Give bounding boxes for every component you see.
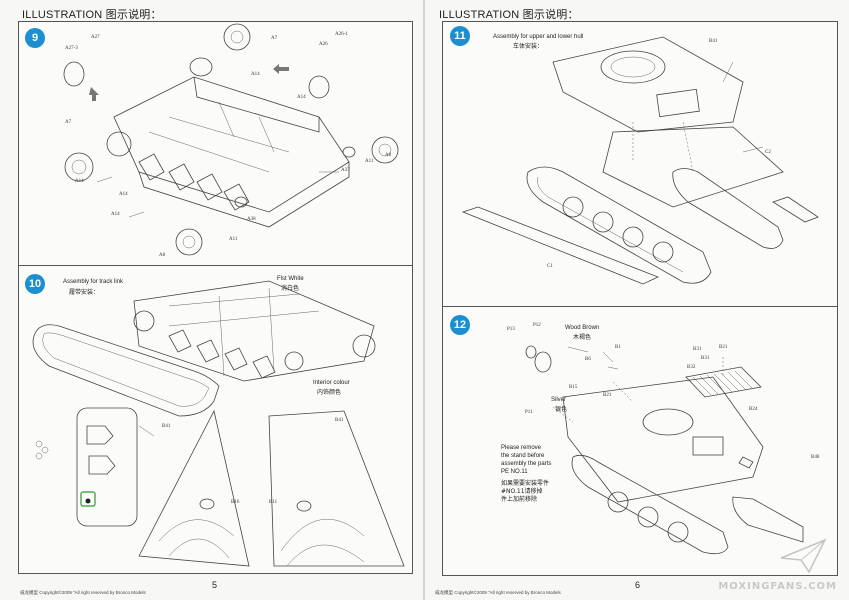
- paint-callout-wood-brown-cn: 木褐色: [573, 334, 592, 341]
- step-9-drawing: [63, 23, 399, 256]
- part-label: A14: [297, 95, 306, 100]
- part-label: B31: [693, 347, 702, 352]
- part-label: A7: [65, 120, 72, 125]
- part-label: A14: [251, 72, 260, 77]
- part-label: C2: [765, 150, 771, 155]
- part-label: B41: [162, 424, 171, 429]
- part-label: A27: [91, 35, 100, 40]
- paint-callout-silver-cn: 银色: [555, 406, 568, 413]
- paint-callout-wood-brown: Wood Brown: [565, 325, 600, 331]
- part-label: A11: [229, 237, 238, 242]
- part-label: A37: [341, 168, 350, 173]
- part-label: A8: [159, 253, 166, 258]
- step-10-badge: 10: [25, 274, 45, 294]
- step-12-drawing: [525, 345, 804, 555]
- part-label: P12: [533, 323, 541, 328]
- part-label: B21: [719, 345, 728, 350]
- paint-callout-flat-white-cn: 消白色: [281, 285, 300, 292]
- part-label: A11: [365, 159, 374, 164]
- paint-callout-silver: Silver: [551, 397, 567, 403]
- part-label: B11: [269, 500, 278, 505]
- step-11-badge: 11: [450, 26, 470, 46]
- step-10-title-cn: 履带安装：: [69, 289, 100, 296]
- part-label: B24: [749, 407, 758, 412]
- step-12-badge: 12: [450, 315, 470, 335]
- right-page: ILLUSTRATION 图示说明： 11 Assembly for upper…: [425, 0, 849, 600]
- step-10-panel: 10 Assembly for track link 履带安装： Flst Wh…: [18, 265, 413, 574]
- step-10-drawing: [32, 280, 405, 567]
- part-label: B41: [709, 39, 718, 44]
- part-label: B32: [687, 365, 696, 370]
- left-page: ILLUSTRATION 图示说明： 9 A27-3 A27: [0, 0, 424, 600]
- right-page-number: 6: [635, 580, 641, 590]
- part-label: P11: [525, 410, 533, 415]
- note-line: PE NO.11: [501, 469, 528, 475]
- part-label: A38: [247, 217, 256, 222]
- part-label: P13: [507, 327, 515, 332]
- note-line: assembly the parts: [501, 461, 552, 467]
- step-10-title: Assembly for track link: [63, 279, 124, 285]
- left-page-number: 5: [212, 580, 218, 590]
- part-label: A27-3: [65, 46, 78, 51]
- part-label: B16: [231, 500, 240, 505]
- part-label: B6: [585, 357, 591, 362]
- note-line: the stand before: [501, 453, 545, 459]
- note-line-cn: 件上加前移除: [501, 496, 538, 503]
- part-label: A14: [111, 212, 120, 217]
- watermark: MOXINGFANS.COM: [718, 581, 837, 592]
- right-page-header: ILLUSTRATION 图示说明：: [439, 9, 579, 21]
- note-line: Please remove: [501, 445, 542, 451]
- part-label: B15: [569, 385, 578, 390]
- right-copyright: 威龙模型 Copyright©2009 "All right reserved …: [435, 590, 561, 595]
- part-label: A14: [119, 192, 128, 197]
- part-label: B48: [811, 455, 820, 460]
- part-label: A8: [385, 153, 392, 158]
- part-label: A7: [271, 36, 278, 41]
- left-page-header: ILLUSTRATION 图示说明：: [22, 9, 162, 21]
- part-label: C1: [547, 264, 553, 269]
- step-11-title-cn: 车体安装：: [513, 43, 544, 50]
- part-label: B31: [701, 356, 710, 361]
- paint-callout-flat-white: Flst White: [277, 276, 304, 282]
- step-9-panel: 9 A27-3 A27 A7 A26 A26-1 A: [18, 21, 413, 266]
- paper-plane-logo: [780, 538, 827, 574]
- note-line-cn: 如果需要安装零件: [501, 480, 550, 487]
- part-label: B1: [615, 345, 621, 350]
- step-11-title: Assembly for upper and lower hull: [493, 34, 584, 40]
- step-11-drawing: [461, 36, 819, 285]
- page-gutter: [423, 0, 426, 600]
- part-label: A26-1: [335, 32, 348, 37]
- part-label: B41: [335, 418, 344, 423]
- note-line-cn: #NO.11请移掉: [501, 488, 543, 495]
- part-label: B21: [603, 393, 612, 398]
- part-label: A26: [319, 42, 328, 47]
- step-11-panel: 11 Assembly for upper and lower hull 车体安…: [442, 21, 838, 307]
- left-copyright: 威龙模型 Copyright©2009 "All right reserved …: [20, 590, 146, 595]
- step-12-panel: 12 Wood Brown 木褐色 Silver 银色 Please remov…: [442, 306, 838, 576]
- paint-callout-interior-cn: 内饰颜色: [317, 389, 342, 396]
- paint-callout-interior: Interior colour: [313, 380, 350, 386]
- step-9-badge: 9: [25, 28, 45, 48]
- part-label: A14: [75, 179, 84, 184]
